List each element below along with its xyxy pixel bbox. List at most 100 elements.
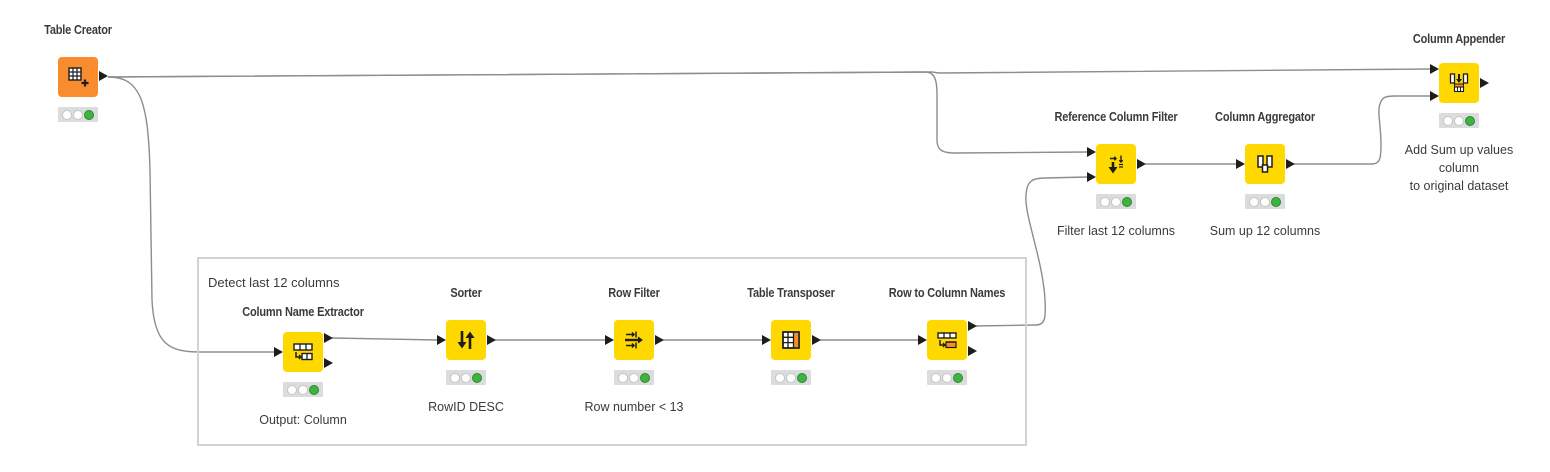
comment-line: Add Sum up values — [1404, 143, 1514, 157]
status-light-green — [84, 109, 94, 120]
node-label: Row Filter — [608, 286, 660, 300]
status-light-red — [931, 372, 941, 383]
input-port[interactable] — [605, 335, 614, 345]
reference-filter-icon — [1108, 155, 1124, 174]
node-comment: Add Sum up values column to original dat… — [1405, 141, 1513, 195]
status-light-green — [640, 372, 650, 383]
status-light-green — [309, 384, 319, 395]
comment-line: column — [1438, 161, 1480, 175]
status-indicator — [614, 370, 654, 385]
status-light-yellow — [461, 372, 471, 383]
node-label: Row to Column Names — [888, 286, 1006, 300]
input-port[interactable] — [437, 335, 446, 345]
node-comment: Output: Column — [259, 411, 347, 429]
output-port[interactable] — [1480, 78, 1489, 88]
comment-line: Row number < 13 — [584, 400, 684, 414]
comment-line: Output: Column — [259, 413, 347, 427]
row-to-header-icon — [937, 332, 957, 349]
status-light-red — [1100, 196, 1110, 207]
input-port-2[interactable] — [1430, 91, 1439, 101]
node-comment: RowID DESC — [428, 398, 504, 416]
input-port[interactable] — [1236, 159, 1245, 169]
node-body[interactable] — [771, 320, 811, 360]
connection-table-creator-to-reference-column-filter[interactable] — [107, 71, 1088, 154]
input-port-2[interactable] — [1087, 172, 1096, 182]
status-light-red — [1249, 196, 1259, 207]
status-light-yellow — [1111, 196, 1121, 207]
node-comment: Row number < 13 — [584, 398, 683, 416]
output-port[interactable] — [1286, 159, 1295, 169]
comment-line: Sum up 12 columns — [1209, 224, 1321, 238]
status-light-green — [472, 372, 482, 383]
status-light-red — [775, 372, 785, 383]
status-light-green — [1122, 196, 1132, 207]
status-light-yellow — [786, 372, 796, 383]
output-port[interactable] — [1137, 159, 1146, 169]
table-plus-icon — [68, 67, 89, 87]
connection-table-creator-to-column-appender[interactable] — [107, 68, 1431, 78]
output-port[interactable] — [487, 335, 496, 345]
status-indicator — [283, 382, 323, 397]
node-body[interactable] — [614, 320, 654, 360]
status-indicator — [927, 370, 967, 385]
input-port-1[interactable] — [1087, 147, 1096, 157]
node-body[interactable] — [1439, 63, 1479, 103]
node-label: Column Appender — [1412, 32, 1506, 46]
status-light-red — [450, 372, 460, 383]
input-port[interactable] — [762, 335, 771, 345]
comment-line: Filter last 12 columns — [1056, 224, 1176, 238]
column-name-extract-icon — [293, 343, 313, 361]
input-port-1[interactable] — [1430, 64, 1439, 74]
node-label: Table Transposer — [747, 286, 835, 300]
status-indicator — [446, 370, 486, 385]
row-filter-icon — [625, 331, 643, 349]
node-comment: Filter last 12 columns — [1057, 222, 1175, 240]
node-body[interactable] — [283, 332, 323, 372]
output-port-2[interactable] — [968, 346, 977, 356]
sort-arrows-icon — [457, 331, 475, 349]
output-port-2[interactable] — [324, 358, 333, 368]
status-light-red — [618, 372, 628, 383]
comment-line: to original dataset — [1409, 179, 1509, 193]
node-body[interactable] — [1096, 144, 1136, 184]
status-light-red — [287, 384, 297, 395]
comment-line: RowID DESC — [428, 400, 504, 414]
status-light-yellow — [298, 384, 308, 395]
annotation-detect-last-12-columns[interactable]: Detect last 12 columns — [197, 257, 1027, 446]
column-aggregate-icon — [1257, 155, 1273, 173]
node-label: Table Creator — [44, 23, 112, 37]
input-port[interactable] — [274, 347, 283, 357]
input-port[interactable] — [918, 335, 927, 345]
status-indicator — [1096, 194, 1136, 209]
status-indicator — [58, 107, 98, 122]
node-label: Reference Column Filter — [1054, 110, 1178, 124]
output-port-1[interactable] — [324, 333, 333, 343]
status-light-red — [1443, 115, 1453, 126]
status-indicator — [1245, 194, 1285, 209]
status-light-yellow — [1260, 196, 1270, 207]
status-light-yellow — [73, 109, 83, 120]
node-label: Sorter — [450, 286, 482, 300]
output-port[interactable] — [812, 335, 821, 345]
status-light-green — [797, 372, 807, 383]
node-label: Column Aggregator — [1215, 110, 1315, 124]
output-port-1[interactable] — [968, 321, 977, 331]
annotation-title: Detect last 12 columns — [208, 275, 340, 290]
status-indicator — [1439, 113, 1479, 128]
status-light-yellow — [629, 372, 639, 383]
node-label: Column Name Extractor — [242, 305, 364, 319]
node-body[interactable] — [1245, 144, 1285, 184]
output-port[interactable] — [99, 71, 108, 81]
status-light-green — [1271, 196, 1281, 207]
node-body[interactable] — [446, 320, 486, 360]
node-comment: Sum up 12 columns — [1210, 222, 1320, 240]
status-light-yellow — [942, 372, 952, 383]
status-light-yellow — [1454, 115, 1464, 126]
status-light-red — [62, 109, 72, 120]
output-port[interactable] — [655, 335, 664, 345]
node-body[interactable] — [58, 57, 98, 97]
node-body[interactable] — [927, 320, 967, 360]
status-light-green — [953, 372, 963, 383]
status-indicator — [771, 370, 811, 385]
